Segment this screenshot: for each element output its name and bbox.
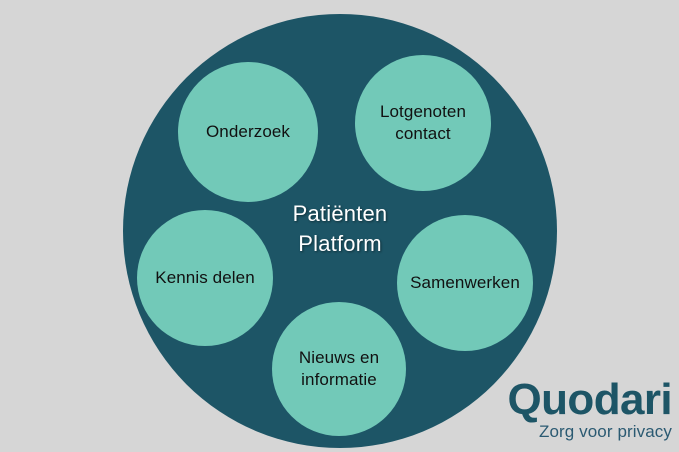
brand-tagline: Zorg voor privacy	[538, 422, 672, 442]
bubble-kennis-delen-label: Kennis delen	[155, 268, 255, 288]
bubble-lotgenoten-contact-label: Lotgenoten contact	[379, 102, 467, 143]
bubble-lotgenoten-contact[interactable]: Lotgenoten contact	[355, 55, 491, 191]
hub-circle: Onderzoek Lotgenoten contact Kennis dele…	[123, 14, 557, 448]
bubble-nieuws-en-informatie-label: Nieuws en informatie	[298, 348, 380, 389]
bubble-kennis-delen[interactable]: Kennis delen	[137, 210, 273, 346]
bubble-samenwerken[interactable]: Samenwerken	[397, 215, 533, 351]
brand-name: Quodari	[507, 375, 673, 425]
bubble-nieuws-en-informatie[interactable]: Nieuws en informatie	[272, 302, 406, 436]
brand-lockup: Quodari Zorg voor privacy	[507, 375, 673, 442]
bubble-onderzoek[interactable]: Onderzoek	[178, 62, 318, 202]
bubble-onderzoek-label: Onderzoek	[205, 122, 291, 142]
bubble-samenwerken-label: Samenwerken	[410, 273, 520, 293]
